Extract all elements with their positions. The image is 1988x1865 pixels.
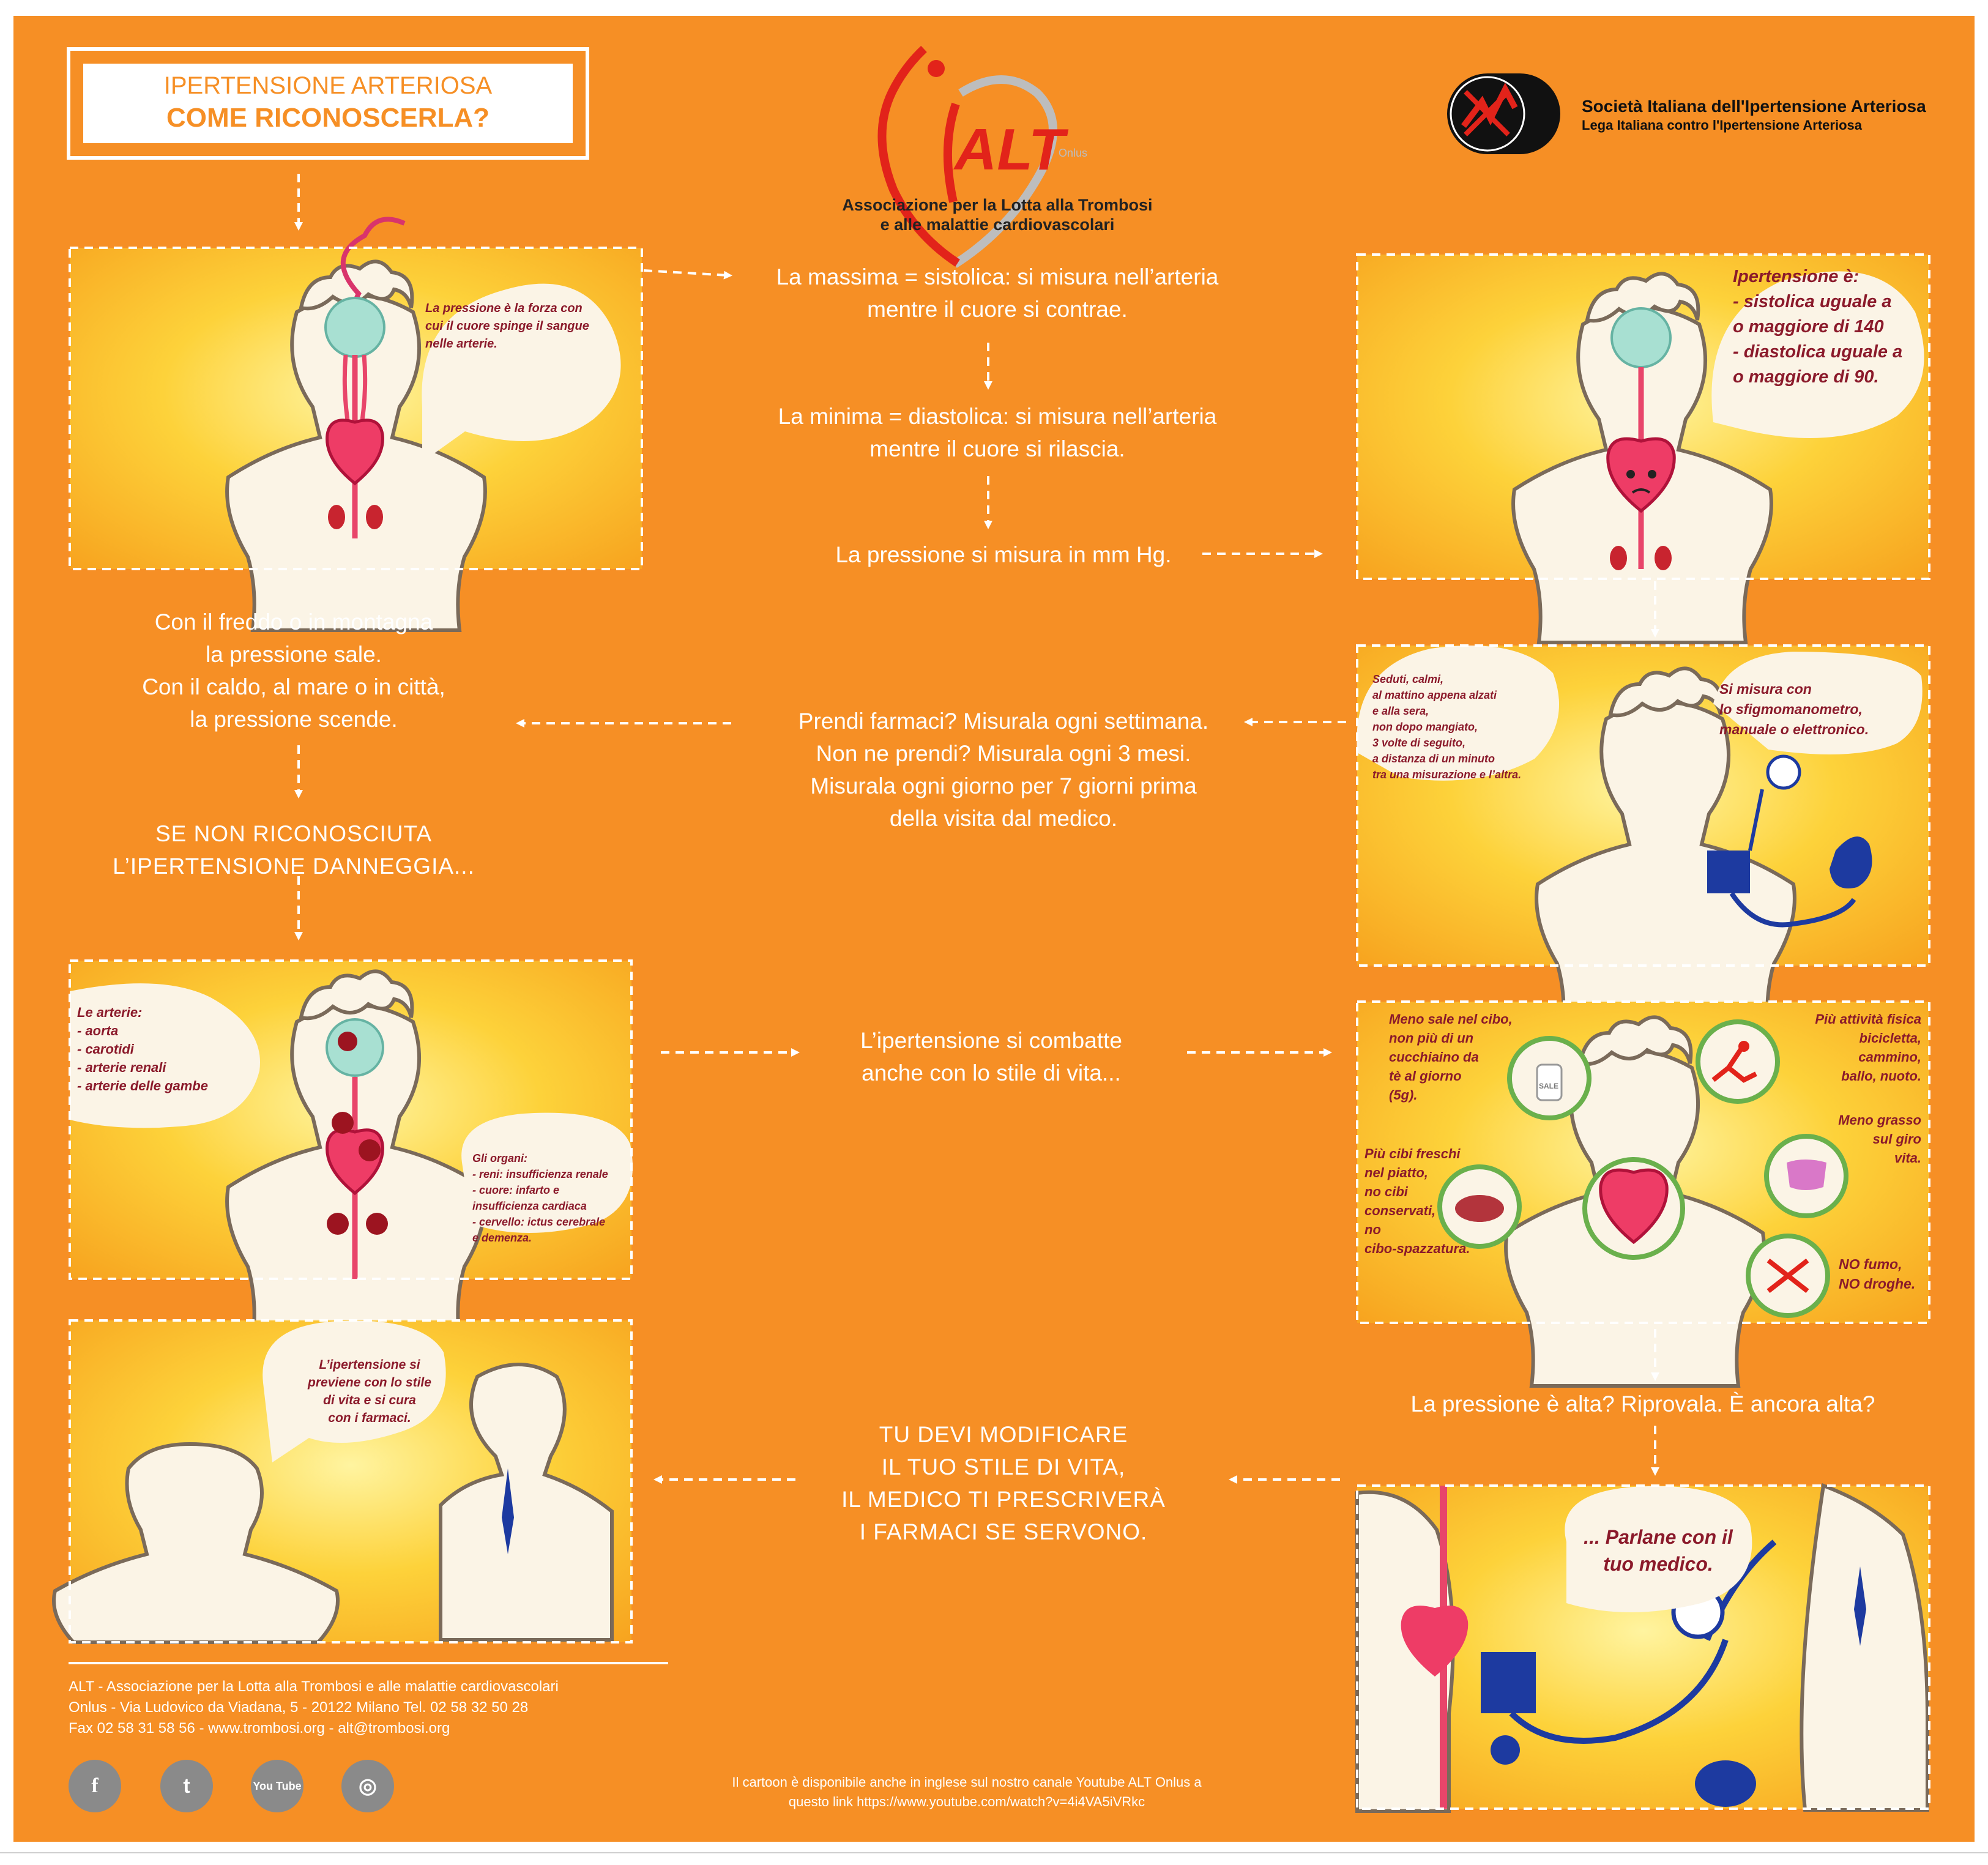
panel-measurement [1357, 646, 1929, 1037]
text-alta: La pressione è alta? Riprovala. È ancora… [1410, 1391, 1875, 1416]
twitter-icon[interactable]: t [160, 1760, 213, 1812]
bubble-arterie: Le arterie: - aorta - carotidi - arterie… [77, 1005, 208, 1093]
panel-prevention [52, 1320, 631, 1644]
footer-cartoon-1: Il cartoon è disponibile anche in ingles… [732, 1774, 1202, 1790]
footer-line-2: Onlus - Via Ludovico da Viadana, 5 - 201… [69, 1699, 529, 1716]
text-farmaci: Prendi farmaci? Misurala ogni settimana.… [798, 709, 1209, 831]
bubble-fumo: NO fumo, NO droghe. [1839, 1256, 1916, 1292]
siia-logo-line-2: Lega Italiana contro l'Ipertensione Arte… [1582, 117, 1862, 133]
youtube-icon[interactable]: You Tube [251, 1760, 303, 1812]
text-diastolica: La minima = diastolica: si misura nell’a… [778, 404, 1217, 461]
alt-logo-suffix: Onlus [1059, 147, 1088, 159]
text-modificare: TU DEVI MODIFICARE IL TUO STILE DI VITA,… [841, 1422, 1166, 1544]
connectors [294, 174, 1659, 1484]
salt-shaker-label: SALE [1539, 1082, 1559, 1090]
bubble-seduti: Seduti, calmi, al mattino appena alzati … [1372, 673, 1522, 781]
bubble-sale: Meno sale nel cibo, non più di un cucchi… [1389, 1011, 1513, 1103]
bubble-grasso: Meno grasso sul giro vita. [1838, 1112, 1921, 1166]
bubble-ipertensione: Ipertensione è: - sistolica uguale a o m… [1733, 267, 1903, 387]
text-stile: L’ipertensione si combatte anche con lo … [860, 1028, 1122, 1085]
instagram-icon[interactable]: ◎ [341, 1760, 394, 1812]
alt-heart-logo [877, 45, 1057, 268]
bubble-forza: La pressione è la forza con cui il cuore… [425, 302, 589, 351]
text-freddo: Con il freddo o in montagna la pressione… [142, 609, 445, 732]
bubble-freschi: Più cibi freschi nel piatto, no cibi con… [1364, 1146, 1470, 1256]
bubble-organi: Gli organi: - reni: insufficienza renale… [472, 1152, 608, 1244]
siia-logo-line-1: Società Italiana dell'Ipertensione Arter… [1582, 97, 1926, 116]
text-mmhg: La pressione si misura in mm Hg. [835, 542, 1172, 567]
alt-logo-mark: ALT [955, 117, 1065, 182]
panel-borders [69, 247, 1930, 1810]
footer-line-3: Fax 02 58 31 58 56 - www.trombosi.org - … [69, 1720, 450, 1737]
bubble-attivita: Più attività fisica bicicletta, cammino,… [1815, 1011, 1921, 1084]
alt-logo-name-1: Associazione per la Lotta alla Trombosi [842, 196, 1153, 214]
text-danneggia: SE NON RICONOSCIUTA L’IPERTENSIONE DANNE… [113, 821, 475, 879]
title-box-inner [83, 64, 573, 143]
panel-hypertension-values [1357, 255, 1929, 642]
panel-doctor [1355, 1483, 1929, 1813]
panel-pressure-definition [70, 217, 642, 630]
text-sistolica: La massima = sistolica: si misura nell’a… [776, 264, 1219, 322]
bubble-previene: L’ipertensione si previene con lo stile … [308, 1358, 431, 1425]
panel-lifestyle [1357, 1002, 1929, 1386]
siia-logo [1447, 73, 1560, 154]
footer-line-1: ALT - Associazione per la Lotta alla Tro… [69, 1678, 559, 1695]
title-line-2: COME RICONOSCERLA? [166, 103, 490, 133]
title-box-outer [67, 47, 589, 160]
bubble-sfigmo: Si misura con lo sfigmomanometro, manual… [1719, 681, 1869, 737]
facebook-icon[interactable]: f [69, 1760, 121, 1812]
title-line-1: IPERTENSIONE ARTERIOSA [163, 72, 493, 99]
panel-arteries [70, 961, 633, 1340]
alt-logo-name-2: e alle malattie cardiovascolari [880, 215, 1115, 234]
bubble-parlane: ... Parlane con il tuo medico. [1584, 1526, 1733, 1575]
footer-cartoon-2: questo link https://www.youtube.com/watc… [788, 1794, 1145, 1809]
